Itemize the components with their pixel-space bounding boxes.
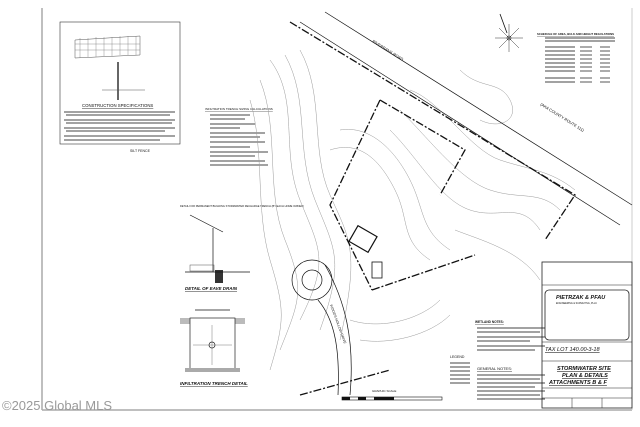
silt-fence-label: SILT FENCE bbox=[130, 149, 151, 153]
title-line-1: STORMWATER SITE bbox=[557, 366, 611, 372]
road-label: RIVERBANK ROAD bbox=[371, 39, 404, 62]
infiltration-calc-title: INFILTRATION TRENCH SIZING CALCULATIONS bbox=[205, 107, 273, 111]
construction-specs-title: CONSTRUCTION SPECIFICATIONS bbox=[82, 103, 153, 108]
eave-drain-title: DETAIL OF EAVE DRAIN bbox=[185, 286, 238, 291]
infiltration-calculations: INFILTRATION TRENCH SIZING CALCULATIONS bbox=[205, 107, 273, 166]
watermark: ©2025 Global MLS bbox=[2, 398, 113, 413]
infiltration-trench-detail: INFILTRATION TRENCH DETAIL bbox=[180, 309, 248, 386]
county-route-label: (AKA COUNTY ROUTE 111) bbox=[539, 102, 585, 133]
bulk-regulations-schedule: SCHEDULE OF AREA, BULK AND HEIGHT REGULA… bbox=[537, 32, 615, 83]
legend-title: LEGEND bbox=[450, 355, 465, 359]
infiltration-detail-title: INFILTRATION TRENCH DETAIL bbox=[180, 381, 248, 386]
cul-de-sac-drive: WOODS HOLLOW DRIVE bbox=[291, 224, 383, 396]
firm-name: PIETRZAK & PFAU bbox=[556, 295, 606, 301]
topographic-contours bbox=[249, 49, 576, 371]
property-boundary bbox=[289, 21, 576, 396]
general-notes-title: GENERAL NOTES: bbox=[477, 366, 512, 371]
notes: WETLAND NOTES: LEGEND GENERAL NOTES: bbox=[450, 320, 545, 400]
tax-lot: TAX LOT 140.00-3-18 bbox=[545, 347, 601, 353]
riverbank-road: RIVERBANK ROAD (AKA COUNTY ROUTE 111) bbox=[299, 11, 633, 226]
graphic-scale: GRAPHIC SCALE bbox=[341, 389, 443, 401]
graphic-scale-label: GRAPHIC SCALE bbox=[372, 389, 396, 393]
title-line-2: PLAN & DETAILS bbox=[562, 373, 608, 379]
silt-fence-detail: CONSTRUCTION SPECIFICATIONS SILT FENCE bbox=[59, 21, 181, 153]
eave-drain-detail: DETAIL FOR PERMANENT BUILDING STORMWATER… bbox=[180, 204, 304, 291]
title-block: PIETRZAK & PFAU ENGINEERING & SURVEYING,… bbox=[541, 261, 633, 409]
title-line-3: ATTACHMENTS B & F bbox=[548, 380, 607, 386]
north-arrow-icon bbox=[495, 13, 523, 52]
wetland-notes-title: WETLAND NOTES: bbox=[475, 320, 504, 324]
schedule-title: SCHEDULE OF AREA, BULK AND HEIGHT REGULA… bbox=[537, 32, 614, 36]
firm-subtitle: ENGINEERING & SURVEYING, PLLC bbox=[556, 302, 597, 305]
eave-drain-note: DETAIL FOR PERMANENT BUILDING STORMWATER… bbox=[180, 204, 304, 208]
